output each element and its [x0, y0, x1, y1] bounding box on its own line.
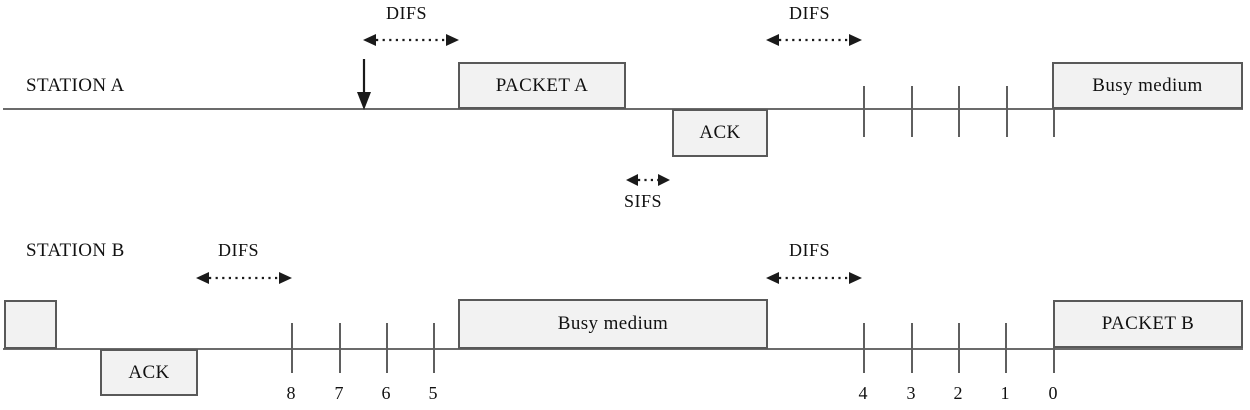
station-b-previous-frame-box[interactable]	[4, 300, 57, 349]
station-b-slot-number-0: 0	[1048, 383, 1058, 403]
station-a-slot-tick-4	[1006, 86, 1008, 137]
station-a-sifs-arrow	[626, 172, 670, 188]
station-a-difs-2-arrow	[766, 32, 862, 48]
station-b-difs-2-label: DIFS	[789, 240, 831, 260]
station-b-slot-tick-3	[911, 323, 913, 373]
station-a-busy-medium-box[interactable]: Busy medium	[1052, 62, 1243, 109]
station-a-difs-1-label: DIFS	[386, 3, 428, 23]
station-b-slot-number-8: 8	[286, 383, 296, 403]
station-b-difs-1-label: DIFS	[218, 240, 260, 260]
station-a-slot-tick-2	[911, 86, 913, 137]
station-b-slot-number-5: 5	[428, 383, 438, 403]
station-a-slot-tick-1	[863, 86, 865, 137]
station-b-slot-tick-1	[1005, 323, 1007, 373]
station-a-slot-tick-3	[958, 86, 960, 137]
station-b-slot-tick-5	[433, 323, 435, 373]
station-b-timeline	[3, 348, 1243, 350]
station-b-label: STATION B	[26, 240, 125, 261]
station-b-slot-tick-6	[386, 323, 388, 373]
station-a-label: STATION A	[26, 75, 125, 96]
station-b-slot-tick-8	[291, 323, 293, 373]
station-b-slot-tick-0	[1053, 323, 1055, 373]
station-a-sifs-label: SIFS	[624, 191, 663, 211]
station-b-slot-number-3: 3	[906, 383, 916, 403]
station-b-slot-tick-7	[339, 323, 341, 373]
station-a-ack-box[interactable]: ACK	[672, 109, 768, 157]
station-b-slot-number-4: 4	[858, 383, 868, 403]
station-a-difs-1-arrow	[363, 32, 459, 48]
station-b-packet-box[interactable]: PACKET B	[1053, 300, 1243, 348]
station-a-packet-box[interactable]: PACKET A	[458, 62, 626, 109]
station-a-timeline	[3, 108, 1243, 110]
station-a-difs-2-label: DIFS	[789, 3, 831, 23]
station-a-frame-arrival-arrow	[355, 59, 373, 110]
station-b-slot-number-7: 7	[334, 383, 344, 403]
station-b-slot-tick-4	[863, 323, 865, 373]
station-b-slot-number-1: 1	[1000, 383, 1010, 403]
station-b-difs-1-arrow	[196, 270, 292, 286]
station-b-difs-2-arrow	[766, 270, 862, 286]
station-b-ack-box[interactable]: ACK	[100, 349, 198, 396]
station-b-busy-medium-box[interactable]: Busy medium	[458, 299, 768, 349]
station-b-slot-number-2: 2	[953, 383, 963, 403]
station-b-slot-tick-2	[958, 323, 960, 373]
station-a-slot-tick-5	[1053, 86, 1055, 137]
station-b-slot-number-6: 6	[381, 383, 391, 403]
